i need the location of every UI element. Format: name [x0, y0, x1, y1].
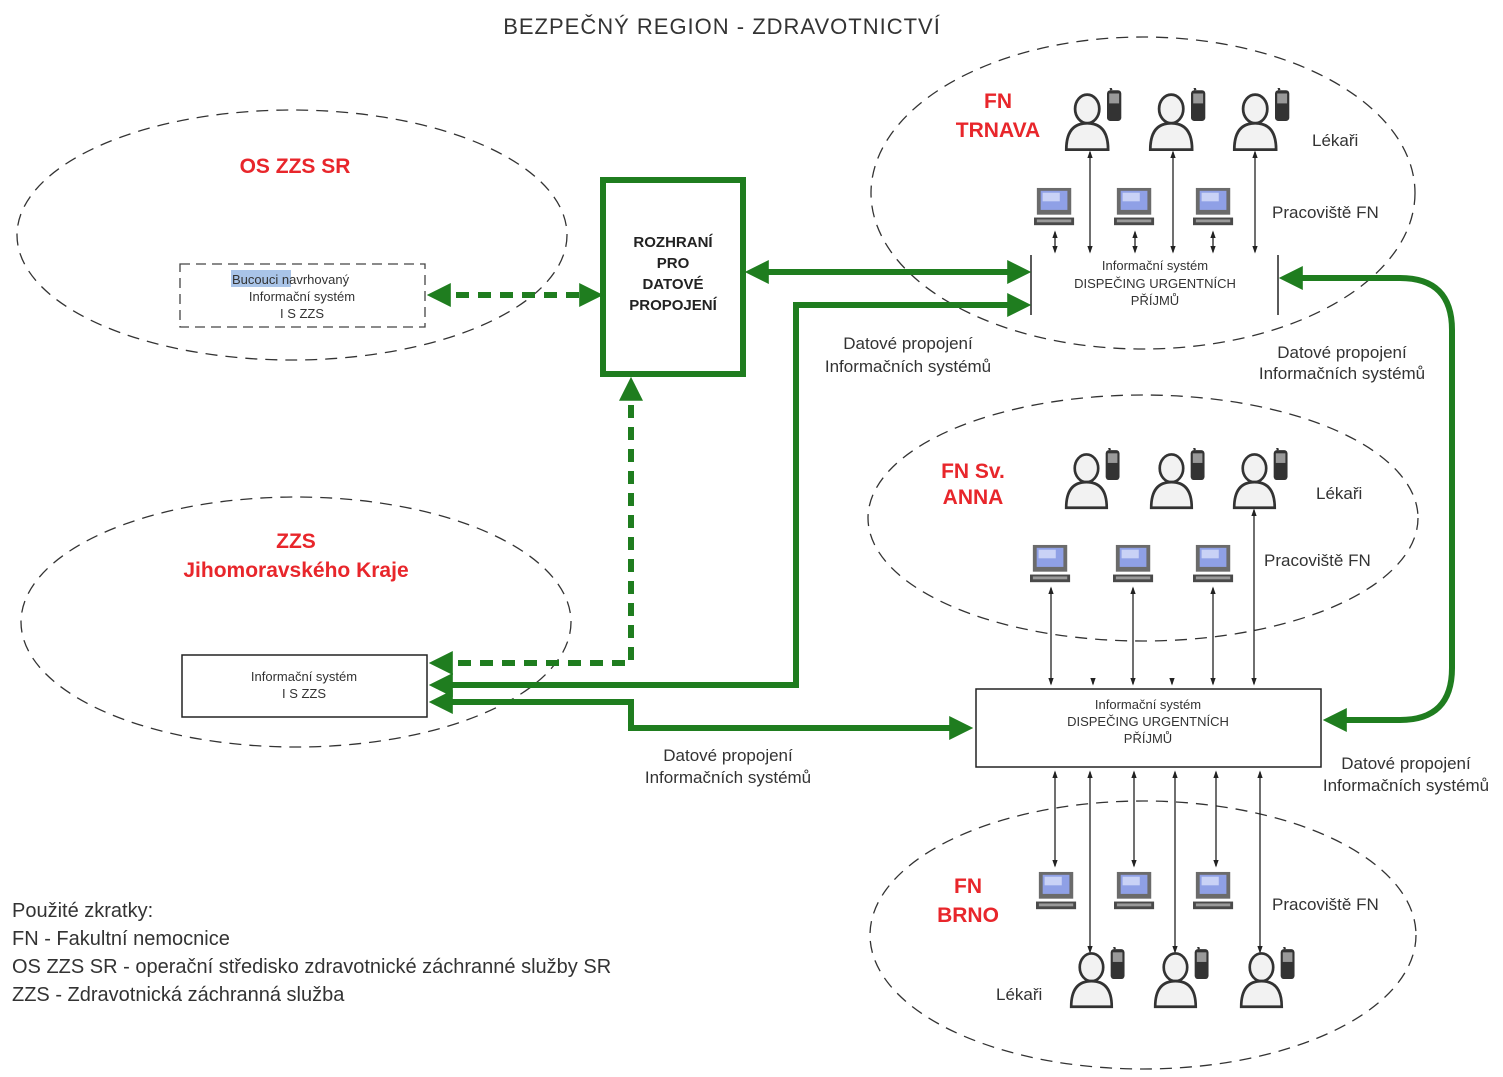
- fn-anna-workplace-label: Pracoviště FN: [1264, 551, 1371, 570]
- person-with-phone-icon: [1064, 88, 1123, 151]
- zzs-jm-name-line2: Jihomoravského Kraje: [183, 559, 408, 582]
- fn-trnava-name-line1: FN: [984, 90, 1012, 113]
- fn-trnava-system-line2: DISPEČING URGENTNÍCH: [1074, 276, 1236, 291]
- interface-line3: DATOVÉ: [642, 276, 703, 293]
- fn-brno-name-line2: BRNO: [937, 904, 999, 927]
- computer-monitor-icon: [1036, 871, 1077, 910]
- os-zzs-system-line3: I S ZZS: [280, 306, 324, 321]
- link-trnava-dispatch: [1278, 266, 1455, 732]
- person-with-phone-icon: [1149, 448, 1206, 510]
- interface-line2: PRO: [657, 255, 690, 272]
- os-zzs-system-line1: Bucouci navrhovaný: [232, 272, 350, 287]
- fn-brno-region-ellipse: [869, 800, 1417, 1070]
- interface-line1: ROZHRANÍ: [633, 234, 713, 251]
- interface-line4: PROPOJENÍ: [629, 297, 717, 314]
- green-connections: [426, 260, 1455, 740]
- computer-monitor-icon: [1030, 544, 1071, 583]
- fn-anna-region-ellipse: [867, 394, 1419, 642]
- connection-label-2-line2: Informačních systémů: [1259, 364, 1425, 383]
- dispatch-system-box: [975, 688, 1322, 768]
- person-with-phone-icon: [1064, 448, 1121, 510]
- connection-label-1-line1: Datové propojení: [843, 334, 973, 353]
- person-with-phone-icon: [1232, 88, 1291, 151]
- computer-monitor-icon: [1114, 871, 1155, 910]
- connection-label-4-line1: Datové propojení: [1341, 754, 1471, 773]
- fn-trnava-doctors-label: Lékaři: [1312, 131, 1358, 150]
- connection-label-3-line1: Datové propojení: [663, 746, 793, 765]
- link-zzs-jm-dispatch: [428, 690, 974, 740]
- fn-anna-name-line2: ANNA: [943, 486, 1004, 509]
- fn-brno-doctors-label: Lékaři: [996, 985, 1042, 1004]
- fn-anna-doctors-label: Lékaři: [1316, 484, 1362, 503]
- fn-trnava-system-line1: Informační systém: [1102, 258, 1208, 273]
- connection-label-3-line2: Informačních systémů: [645, 768, 811, 787]
- os-zzs-system-box: [179, 263, 426, 328]
- fn-trnava-name-line2: TRNAVA: [956, 119, 1040, 142]
- legend-item: OS ZZS SR - operační středisko zdravotni…: [12, 956, 611, 978]
- computer-monitor-icon: [1114, 187, 1155, 226]
- connection-label-4-line2: Informačních systémů: [1323, 776, 1489, 795]
- legend-item: ZZS - Zdravotnická záchranná služba: [12, 984, 345, 1006]
- os-zzs-region-ellipse: [16, 109, 568, 361]
- zzs-jm-name-line1: ZZS: [276, 530, 316, 553]
- fn-brno-workplace-label: Pracoviště FN: [1272, 895, 1379, 914]
- dispatch-system-line1: Informační systém: [1095, 697, 1201, 712]
- fn-trnava-links: [1052, 150, 1258, 254]
- person-with-phone-icon: [1239, 947, 1296, 1009]
- computer-monitor-icon: [1034, 187, 1075, 226]
- legend-heading: Použité zkratky:: [12, 900, 153, 922]
- person-with-phone-icon: [1153, 947, 1210, 1009]
- zzs-jm-system-line2: I S ZZS: [282, 686, 326, 701]
- person-with-phone-icon: [1232, 448, 1289, 510]
- diagram-title: BEZPEČNÝ REGION - ZDRAVOTNICTVÍ: [503, 14, 941, 39]
- person-with-phone-icon: [1069, 947, 1126, 1009]
- zzs-jm-system-box: [181, 654, 428, 718]
- computer-monitor-icon: [1193, 187, 1234, 226]
- fn-trnava-system-line3: PŘÍJMŮ: [1131, 293, 1179, 308]
- os-zzs-system-line2: Informační systém: [249, 289, 355, 304]
- fn-anna-links: [1048, 508, 1257, 686]
- computer-monitor-icon: [1193, 871, 1234, 910]
- connection-label-2-line1: Datové propojení: [1277, 343, 1407, 362]
- link-zzs-jm-trnava: [428, 293, 1032, 697]
- fn-trnava-workplace-label: Pracoviště FN: [1272, 203, 1379, 222]
- person-with-phone-icon: [1148, 88, 1207, 151]
- os-zzs-region-name: OS ZZS SR: [240, 155, 351, 178]
- computer-monitor-icon: [1193, 544, 1234, 583]
- connection-label-1-line2: Informačních systémů: [825, 357, 991, 376]
- computer-monitor-icon: [1113, 544, 1154, 583]
- dispatch-system-line2: DISPEČING URGENTNÍCH: [1067, 714, 1229, 729]
- link-zzs-jm-interface: [428, 376, 643, 675]
- legend-item: FN - Fakultní nemocnice: [12, 928, 230, 950]
- dispatch-system-line3: PŘÍJMŮ: [1124, 731, 1172, 746]
- fn-brno-links: [1052, 770, 1263, 954]
- fn-trnava-region-ellipse: [870, 36, 1416, 350]
- fn-brno-name-line1: FN: [954, 875, 982, 898]
- fn-anna-name-line1: FN Sv.: [941, 460, 1005, 483]
- os-zzs-highlight: [231, 270, 291, 287]
- zzs-jm-system-line1: Informační systém: [251, 669, 357, 684]
